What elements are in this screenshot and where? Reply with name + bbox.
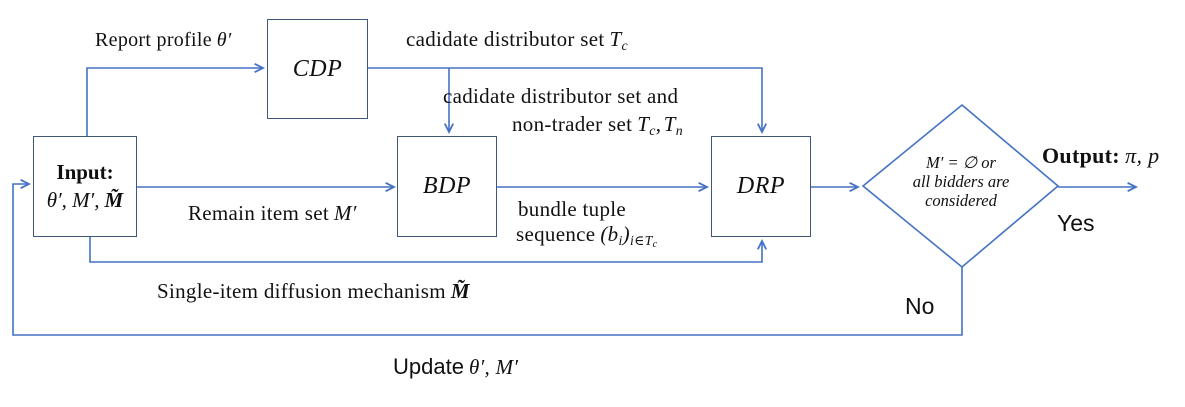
decision-line2: all bidders are [912,172,1010,191]
output-symbols: π, p [1125,143,1160,168]
candidate-set-subscript: c [621,38,628,54]
decision-diamond [861,103,1060,269]
bundle-open-paren: (b [600,222,619,246]
report-profile-symbol: θ′ [216,29,232,51]
nontrader-sub-c: c [649,123,656,139]
single-item-symbol: M̃ [450,279,470,303]
input-title: Input: [56,160,114,184]
remain-item-symbol: M′ [334,201,357,225]
bundle-index-set: i∈Tc [629,233,658,250]
node-input: Input: θ′, M′,M̃ [33,136,137,237]
decision-line3: considered [925,191,997,210]
bundle-sub-i: i [618,233,623,249]
edge-input-to-cdp [86,68,263,136]
bdp-label: BDP [422,173,472,199]
bundle-line1-text: bundle tuple [518,197,626,221]
no-text: No [905,293,935,319]
decision-line1: M′ = ∅ or [926,153,996,172]
node-cdp: CDP [267,19,368,119]
input-symbol-mechanism: M̃ [104,188,124,212]
nontrader-comma: , [655,112,662,136]
input-symbols-regular: θ′, M′, [46,188,100,212]
report-profile-text: Report profile [95,29,212,51]
bundle-line2-text: sequence [516,222,596,246]
nontrader-text: non-trader set [512,112,633,136]
drp-label: DRP [736,173,786,199]
label-no: No [905,293,934,319]
node-drp: DRP [711,136,811,237]
bundle-sub-sub-c: c [652,239,658,250]
nontrader-symbol-tc: T [637,112,650,136]
label-bundle-line2: sequence(bi)i∈Tc [516,222,658,251]
candidate-nontrader-line1-text: cadidate distributor set and [443,84,679,108]
output-text: Output: [1042,143,1120,168]
node-bdp: BDP [397,136,497,237]
single-item-text: Single-item diffusion mechanism [157,279,446,303]
label-output: Output:π, p [1042,143,1159,168]
label-bundle-line1: bundle tuple [518,197,626,221]
remain-item-text: Remain item set [188,201,329,225]
update-symbols: θ′, M′ [468,355,519,379]
update-text: Update [393,354,464,379]
candidate-set-text: cadidate distributor set [406,27,605,51]
input-symbols: θ′, M′,M̃ [47,188,123,213]
candidate-set-symbol: T [609,27,622,51]
edge-feedback-loop [12,184,963,336]
cdp-label: CDP [292,55,343,82]
bundle-sub-expr: i∈T [629,233,653,249]
decision-condition: M′ = ∅ or all bidders are considered [865,153,1057,210]
label-candidate-nontrader-line1: cadidate distributor set and [443,84,678,108]
yes-text: Yes [1057,210,1095,236]
nontrader-symbol-tn: T [663,112,676,136]
nontrader-sub-n: n [675,123,683,139]
edge-cdp-to-drp [368,67,762,132]
bundle-close-paren: ) [622,222,630,246]
edge-input-bottom-to-drp [89,237,762,263]
label-yes: Yes [1057,210,1095,236]
